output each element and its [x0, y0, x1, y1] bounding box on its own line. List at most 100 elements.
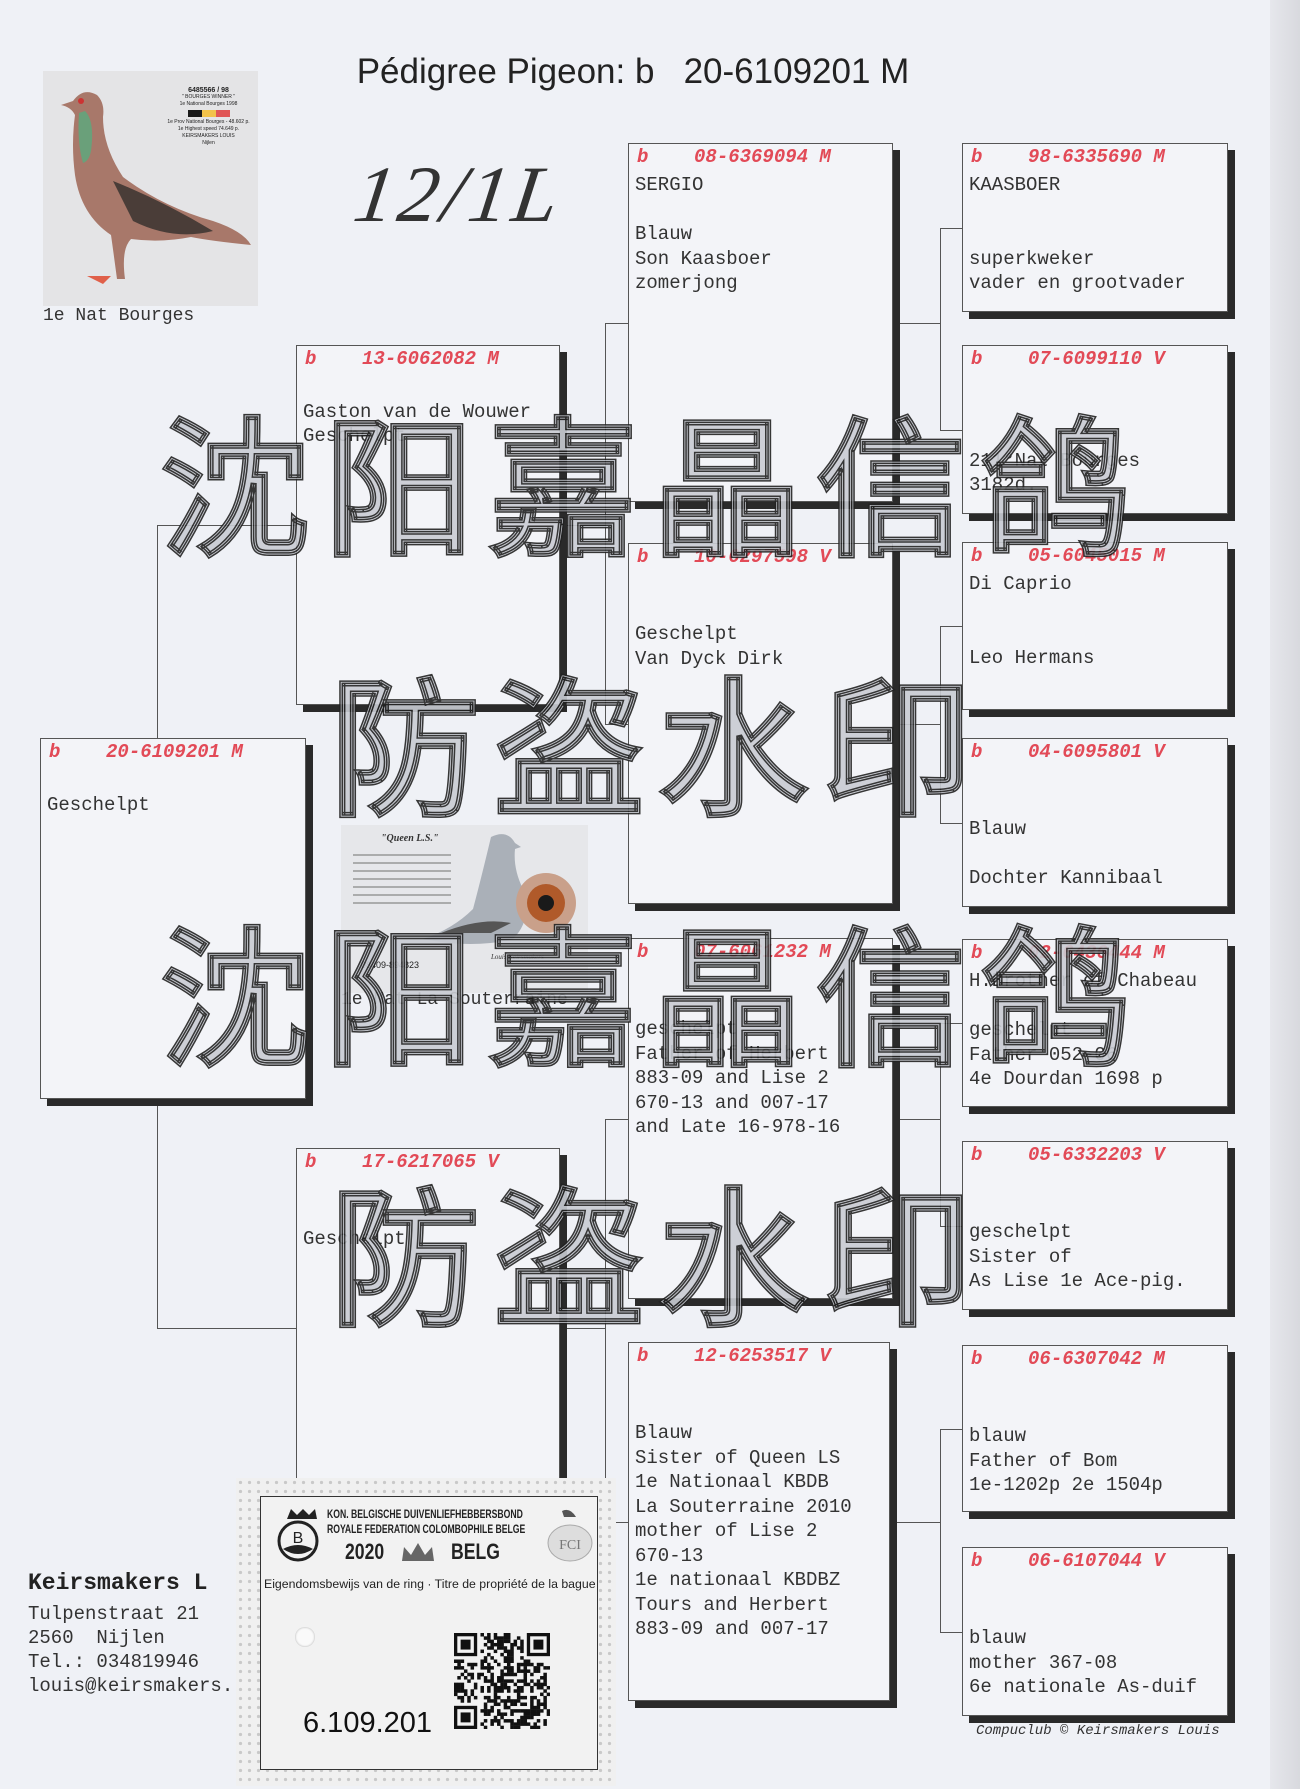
qr-module	[493, 1685, 498, 1690]
qr-module	[513, 1672, 518, 1677]
queen-inset-title: "Queen L.S."	[381, 833, 439, 844]
qr-module	[483, 1656, 488, 1660]
qr-module	[533, 1705, 537, 1710]
qr-module	[480, 1722, 484, 1726]
qr-module	[500, 1646, 504, 1650]
qr-module	[503, 1712, 508, 1716]
qr-module	[497, 1722, 501, 1726]
qr-module	[457, 1689, 461, 1693]
qr-module	[500, 1712, 504, 1716]
qr-module	[530, 1695, 534, 1700]
qr-module	[500, 1725, 504, 1729]
qr-module	[530, 1699, 534, 1703]
qr-module	[506, 1662, 511, 1667]
qr-module	[503, 1699, 508, 1703]
qr-module	[530, 1679, 534, 1683]
qr-module	[500, 1639, 504, 1644]
pigeon-photo-bourges: 6485566 / 98 " BOURGES WINNER " 1e Natio…	[43, 71, 258, 306]
qr-module	[460, 1682, 465, 1687]
qr-module	[513, 1702, 518, 1707]
qr-module	[533, 1722, 537, 1726]
qr-module	[473, 1682, 478, 1687]
qr-module	[497, 1679, 501, 1683]
pigeon-info-line: Dochter Kannibaal	[969, 867, 1163, 889]
qr-module	[513, 1682, 518, 1687]
qr-module	[536, 1662, 541, 1667]
qr-module	[500, 1652, 504, 1657]
qr-module	[460, 1666, 465, 1670]
qr-module	[483, 1666, 488, 1670]
qr-module	[454, 1692, 458, 1697]
qr-module	[497, 1712, 501, 1716]
qr-module	[536, 1709, 541, 1713]
qr-module	[490, 1642, 494, 1647]
connector-line	[940, 822, 962, 824]
connector-line	[940, 1023, 941, 1226]
qr-module	[473, 1662, 478, 1667]
qr-module	[543, 1699, 547, 1703]
qr-module	[460, 1699, 465, 1703]
qr-module	[483, 1676, 488, 1680]
pigeon-info-line: La Souterraine 2010	[635, 1495, 852, 1518]
pigeon-info-line: Son Kaasboer	[635, 247, 772, 270]
qr-module	[540, 1709, 544, 1713]
qr-module	[530, 1689, 534, 1693]
pigeon-info-line: Di Caprio	[969, 573, 1072, 595]
qr-module	[483, 1636, 488, 1640]
pigeon-info-line: 1e nationaal KBDBZ	[635, 1569, 841, 1591]
qr-module	[500, 1672, 504, 1677]
qr-module	[503, 1649, 508, 1654]
pigeon-info-line: geschelpt	[635, 1018, 738, 1040]
ring-number-header: b 06-6307042 M	[971, 1348, 1165, 1370]
qr-module	[516, 1636, 521, 1640]
qr-module	[513, 1709, 518, 1713]
pigeon-info-line: Father of Bom	[969, 1449, 1118, 1472]
qr-module	[530, 1662, 534, 1667]
connector-line	[940, 1631, 962, 1633]
qr-code	[454, 1633, 550, 1729]
qr-module	[454, 1659, 458, 1663]
qr-module	[516, 1689, 521, 1693]
qr-module	[516, 1679, 521, 1683]
qr-module	[497, 1702, 501, 1707]
connector-line	[940, 626, 962, 627]
qr-module	[480, 1662, 484, 1667]
qr-module	[497, 1646, 501, 1650]
svg-text:FCI: FCI	[559, 1538, 581, 1553]
qr-module	[493, 1695, 498, 1700]
qr-module	[467, 1695, 471, 1700]
qr-module	[523, 1662, 528, 1667]
qr-module	[516, 1662, 521, 1667]
connector-line	[893, 723, 940, 725]
qr-module	[457, 1682, 461, 1687]
qr-module	[510, 1719, 514, 1723]
qr-module	[500, 1715, 504, 1720]
pigeon-info-line: Gaston van de Wouwer	[303, 400, 532, 423]
qr-module	[493, 1649, 498, 1654]
connector-line	[940, 626, 941, 823]
qr-module	[457, 1676, 461, 1680]
qr-module	[523, 1669, 528, 1673]
qr-module	[503, 1719, 508, 1723]
owner-email: louis@keirsmakers.	[28, 1675, 234, 1697]
qr-module	[503, 1685, 508, 1690]
qr-module	[523, 1666, 528, 1670]
qr-module	[540, 1702, 544, 1707]
qr-module	[510, 1642, 514, 1647]
qr-module	[523, 1712, 528, 1716]
qr-module	[497, 1719, 501, 1723]
qr-module	[523, 1719, 528, 1723]
qr-module	[546, 1709, 550, 1713]
qr-module	[487, 1685, 491, 1690]
handwritten-note: 12/1L	[348, 151, 568, 239]
connector-line	[893, 322, 940, 324]
connector-line	[940, 227, 941, 430]
pigeon-info-line: Blauw	[635, 1422, 693, 1444]
qr-finder	[460, 1712, 471, 1723]
qr-module	[526, 1669, 531, 1673]
